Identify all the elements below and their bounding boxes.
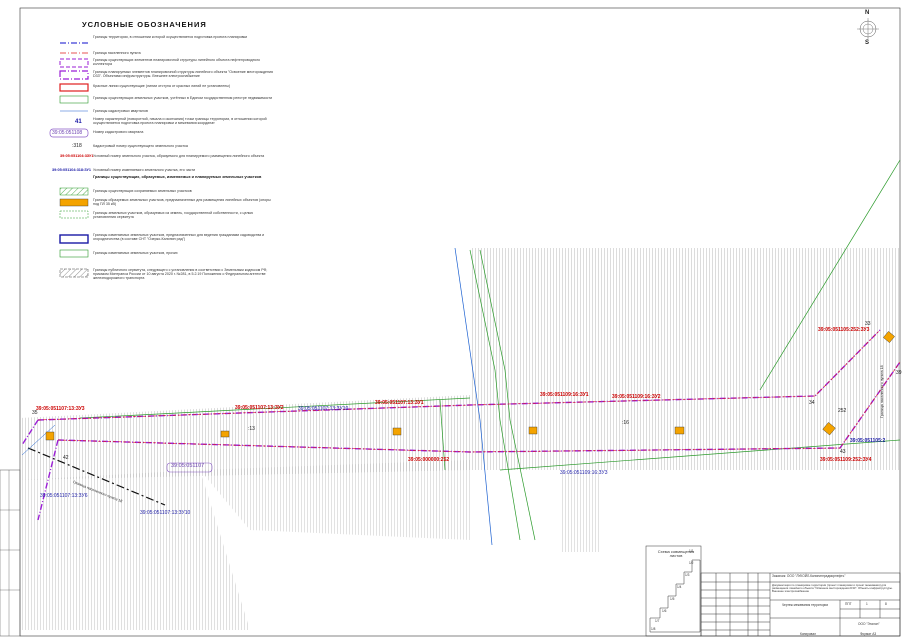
title-sheets-total: 8 — [885, 602, 887, 606]
sheet-number: 1/1 — [689, 549, 694, 553]
parcel-label: 39:05:051109:16:ЗУ1 — [540, 392, 589, 398]
legend-item: Красные линии существующие (линии отступ… — [93, 84, 231, 88]
title-block-frame — [700, 572, 901, 637]
parcel-label: 39:05:051107:13:ЗУ10 — [140, 510, 191, 516]
legend-item: Границы публичного сервитута, следующего… — [93, 268, 268, 281]
compass-icon — [857, 18, 879, 40]
map-block-box — [166, 462, 213, 473]
parcel-label: 39:05:051109:252:ЗУ4 — [820, 457, 872, 463]
legend-item: Границы существующих земельных участков,… — [93, 96, 273, 100]
parcel-label: 39:05:051109:16:ЗУ3 — [560, 470, 608, 476]
point-number: 34 — [809, 400, 815, 406]
settlement-boundary — [27, 447, 166, 506]
legend-changed-parcel-sample: 39:05:051104:318:ЗУ1 — [52, 168, 92, 172]
sheet-scheme-title: Схема совмещения листов — [657, 549, 695, 558]
title-copied: Копировал — [800, 632, 816, 636]
point-number: 35 — [32, 410, 38, 416]
legend-block-sample: 39:05:051108 — [52, 130, 83, 136]
legend-point-sample: 41 — [75, 119, 82, 125]
cadastral-block-lines — [454, 247, 493, 546]
legend-cad-sample: :318 — [72, 143, 82, 149]
legend-item: Границы образуемых земельных участков, п… — [93, 198, 271, 207]
parcel-label: 39:05:051107:13:ЗУ2 — [235, 405, 284, 411]
parcel-label: 39:05:051107:13:ЗУ1 — [375, 400, 424, 406]
legend-section-heading: Границы существующих, образуемых, изменя… — [93, 175, 262, 179]
parcel-label: 39:05:051109:16:ЗУ2 — [612, 394, 661, 400]
compass-north: N — [865, 10, 870, 16]
parcel-label: 39:05:051105:2 — [850, 438, 886, 444]
title-customer: Заказчик: ООО "ЛУКОЙЛ-Калининградморнефт… — [772, 574, 846, 578]
legend-item: Границы существующих сохраняемых земельн… — [93, 189, 192, 193]
legend-new-parcel-sample: 39:05:051104:3ЗУ1 — [60, 154, 94, 158]
title-drawing: Чертеж межевания территории — [781, 603, 829, 607]
title-company: ООО "Эталон" — [858, 622, 880, 626]
legend-item: Условный номер изменяемого земельного уч… — [93, 168, 196, 172]
settlement-label: Граница населенного пункта 18 — [880, 365, 884, 418]
compass-south: S — [865, 40, 870, 46]
parcel-label: 39:05:051107:13:ЗУ10 — [298, 406, 349, 412]
legend-item: Границы кадастровых кварталов — [93, 109, 148, 113]
title-project: Документация по планировке территории (п… — [772, 583, 893, 594]
sheet-number: 1/5 — [670, 597, 675, 601]
cadastral-number: 252 — [838, 408, 847, 414]
formed-parcel-boundaries — [37, 329, 901, 453]
legend-item: Границы изменяемых земельных участков, п… — [93, 233, 265, 242]
point-number: 33 — [865, 321, 871, 327]
legend-item: Кадастровый номер существующего земельно… — [93, 144, 188, 148]
cadastral-block-label: 39:05:051107 — [171, 463, 205, 469]
sheet-number: 1/6 — [662, 609, 667, 613]
sheet-number: 1/2 — [689, 561, 694, 565]
sheet-number: 1/7 — [655, 619, 660, 623]
parcel-label: 39:05:051107:13:ЗУ3 — [36, 406, 85, 412]
legend-item: Граница населенного пункта — [93, 51, 141, 55]
legend-item: Границы территории, в отношении которой … — [93, 35, 248, 39]
point-number: 39 — [896, 370, 902, 376]
legend-item: Границы изменяемых земельных участков, п… — [93, 251, 178, 255]
parcel-label: 39:05:051107:13:ЗУ6 — [40, 493, 88, 499]
cadastral-number: :16 — [622, 420, 629, 426]
point-number: 43 — [840, 449, 846, 455]
legend-item: Границы существующих элементов планирово… — [93, 58, 260, 67]
legend-item: Номер характерной (поворотной, начала и … — [93, 117, 267, 126]
parcel-label: 39:05:051105:252:ЗУ3 — [818, 327, 870, 333]
point-number: 42 — [63, 455, 69, 461]
sheet-number: 1/3 — [685, 573, 690, 577]
legend-item: Условный номер земельного участка, образ… — [93, 154, 265, 158]
sheet-number: 1/8 — [651, 627, 656, 631]
cadastral-number: :13 — [248, 426, 255, 432]
title-format: Формат А3 — [860, 632, 877, 636]
existing-parcel-lines — [79, 159, 901, 541]
sheet-number: 1/4 — [677, 585, 682, 589]
pole-markers — [45, 331, 895, 441]
legend-item: Номер кадастрового квартала — [93, 130, 144, 134]
title-sheet-no: 1 — [866, 602, 868, 606]
parcel-label: 39:05:000000:252 — [408, 457, 450, 463]
legend-symbols — [49, 42, 89, 278]
title-stage: ППТ — [845, 602, 852, 606]
hatched-parcels — [20, 248, 900, 630]
legend-item: Границы планируемых элементов планировоч… — [93, 70, 273, 79]
side-stamp — [0, 469, 21, 637]
legend-item: Границы земельных участков, образуемых и… — [93, 211, 254, 220]
legend-title: УСЛОВНЫЕ ОБОЗНАЧЕНИЯ — [82, 20, 207, 29]
